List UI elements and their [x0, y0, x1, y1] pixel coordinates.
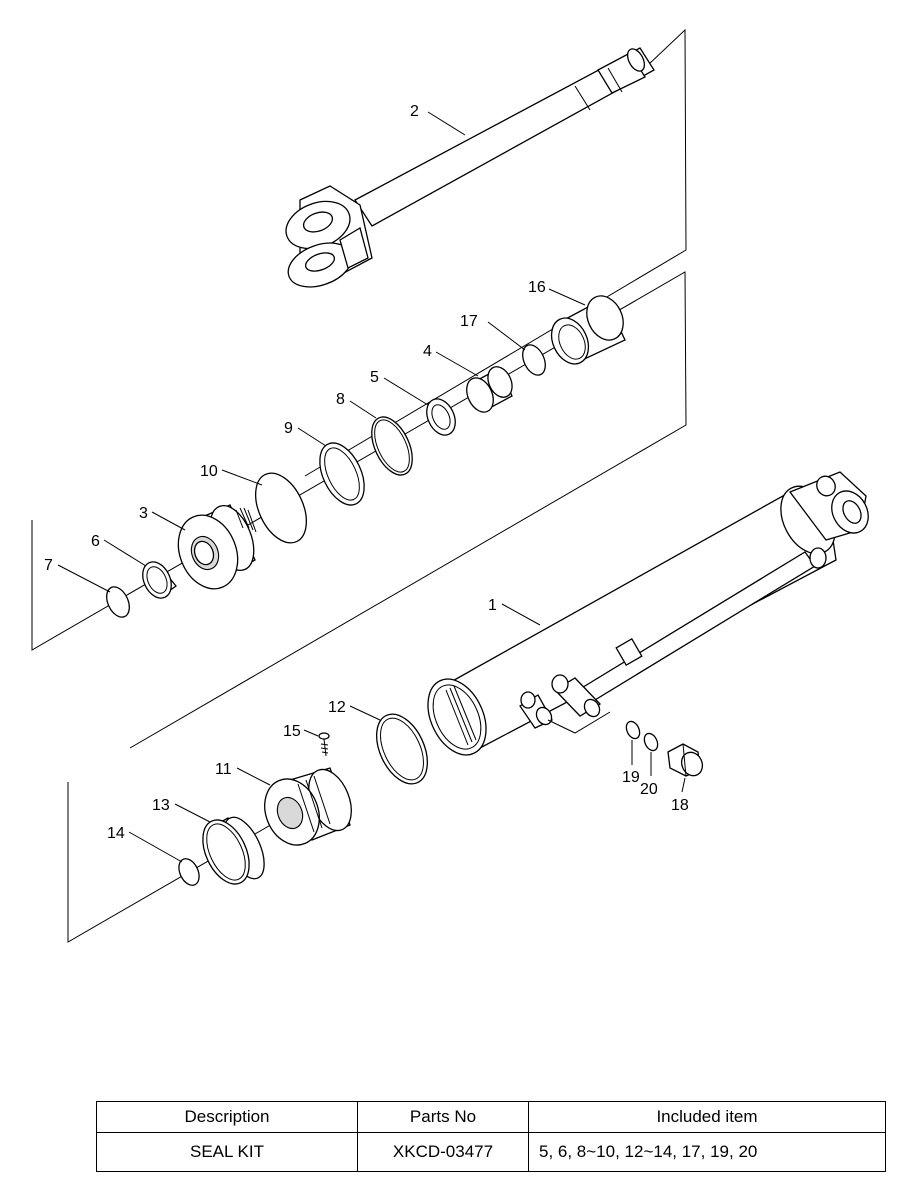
gland-plate-outline — [31, 271, 687, 749]
callout-16: 16 — [528, 279, 546, 296]
part-17-o-ring — [522, 344, 546, 376]
part-8-ring-inner — [374, 419, 410, 473]
callout-7: 7 — [44, 557, 53, 574]
table-row: SEAL KIT XKCD-03477 5, 6, 8~10, 12~14, 1… — [96, 1132, 886, 1172]
callout-13: 13 — [152, 797, 170, 814]
header-parts-no: Parts No — [357, 1101, 529, 1133]
callout-6: 6 — [91, 533, 100, 550]
part-6-wiper — [142, 561, 177, 599]
part-13-wear-ring — [202, 816, 265, 885]
callout-9: 9 — [284, 420, 293, 437]
callout-1: 1 — [488, 597, 497, 614]
part-12-ring-inner — [380, 717, 424, 781]
callout-12: 12 — [328, 699, 346, 716]
part-7-o-ring — [106, 586, 130, 618]
callout-20: 20 — [640, 781, 658, 798]
part-8-ring — [371, 416, 413, 476]
part-4-bushing — [466, 366, 513, 413]
seal-kit-table: Description Parts No Included item SEAL … — [96, 1101, 886, 1172]
callout-4: 4 — [423, 343, 432, 360]
callout-8: 8 — [336, 391, 345, 408]
leader-lines — [57, 111, 686, 863]
callout-5: 5 — [370, 369, 379, 386]
callout-14: 14 — [107, 825, 125, 842]
part-15-set-screw — [318, 732, 330, 757]
cell-included-item: 5, 6, 8~10, 12~14, 17, 19, 20 — [528, 1132, 886, 1172]
callout-labels: 2 16 17 4 5 8 9 10 3 6 7 1 12 15 11 13 1… — [44, 103, 689, 842]
exploded-cylinder-diagram: 2 16 17 4 5 8 9 10 3 6 7 1 12 15 11 13 1… — [31, 28, 869, 943]
part-19-o-ring — [625, 720, 641, 740]
part-10-o-ring — [255, 472, 307, 544]
part-5-seal — [426, 398, 456, 436]
rod-plate-outline — [304, 28, 687, 477]
table-header-row: Description Parts No Included item — [96, 1101, 886, 1133]
callout-3: 3 — [139, 505, 148, 522]
part-9-ring — [319, 442, 365, 506]
part-12-ring — [376, 713, 428, 785]
cell-description: SEAL KIT — [96, 1132, 358, 1172]
callout-11: 11 — [215, 761, 232, 778]
callout-17: 17 — [460, 313, 478, 330]
part-16-bushing — [550, 295, 626, 365]
part-18-plug — [667, 743, 704, 777]
part-9-ring-inner — [324, 447, 360, 501]
callout-2: 2 — [410, 103, 419, 120]
cell-parts-no: XKCD-03477 — [357, 1132, 529, 1172]
callout-18: 18 — [671, 797, 689, 814]
part-20-o-ring — [643, 732, 659, 752]
header-description: Description — [96, 1101, 358, 1133]
part-1-cylinder-tube — [427, 471, 869, 756]
callout-15: 15 — [283, 723, 301, 740]
part-piston-rod — [285, 47, 655, 288]
part-14-o-ring — [178, 858, 200, 886]
part-11-piston — [264, 767, 352, 846]
header-included-item: Included item — [528, 1101, 886, 1133]
callout-19: 19 — [622, 769, 640, 786]
callout-10: 10 — [200, 463, 218, 480]
part-3-gland — [177, 504, 257, 590]
